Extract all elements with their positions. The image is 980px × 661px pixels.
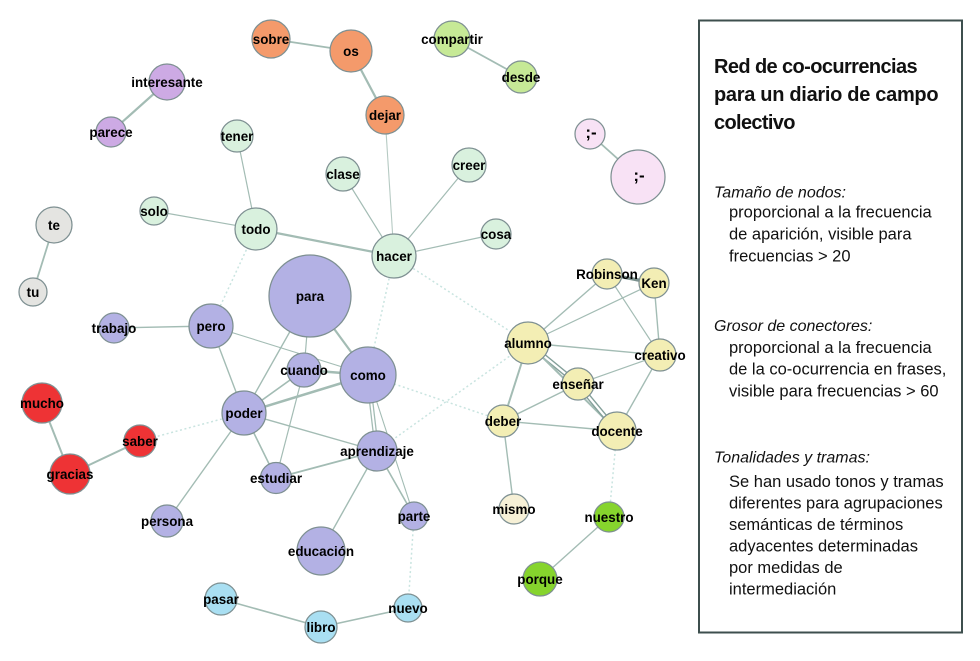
svg-text:alumno: alumno (504, 336, 552, 351)
svg-text:compartir: compartir (421, 32, 484, 47)
svg-text:persona: persona (141, 514, 194, 529)
svg-text:enseñar: enseñar (552, 377, 604, 392)
svg-text:gracias: gracias (47, 467, 94, 482)
svg-text:Tonalidades y tramas:: Tonalidades y tramas: (714, 450, 870, 467)
svg-text:creativo: creativo (634, 348, 685, 363)
svg-text:Se han usado tonos y tramas: Se han usado tonos y tramas (729, 473, 944, 491)
svg-text:libro: libro (306, 620, 335, 635)
svg-text:Tamaño de nodos:: Tamaño de nodos: (714, 184, 846, 201)
svg-text:nuestro: nuestro (584, 510, 633, 525)
svg-text:adyacentes determinadas: adyacentes determinadas (729, 538, 918, 556)
svg-text:te: te (48, 218, 60, 233)
svg-text:Red de co-ocurrencias: Red de co-ocurrencias (714, 56, 918, 78)
svg-text:Grosor de conectores:: Grosor de conectores: (714, 318, 872, 335)
svg-text:mucho: mucho (20, 396, 64, 411)
svg-text:para: para (296, 289, 325, 304)
svg-text:pero: pero (196, 319, 225, 334)
svg-text:deber: deber (485, 414, 522, 429)
svg-text:nuevo: nuevo (388, 601, 427, 616)
svg-text:cuando: cuando (280, 363, 328, 378)
svg-text:dejar: dejar (369, 108, 402, 123)
svg-text:semánticas de términos: semánticas de términos (729, 516, 903, 534)
svg-text:visible para frecuencias > 60: visible para frecuencias > 60 (729, 383, 939, 401)
svg-text:proporcional a la frecuencia: proporcional a la frecuencia (729, 204, 933, 222)
svg-text:todo: todo (242, 222, 271, 237)
svg-text:de aparición, visible para: de aparición, visible para (729, 225, 912, 243)
svg-text:diferentes para agrupaciones: diferentes para agrupaciones (729, 495, 943, 513)
svg-text:aprendizaje: aprendizaje (340, 444, 414, 459)
svg-text:trabajo: trabajo (92, 321, 137, 336)
svg-text:interesante: interesante (131, 75, 202, 90)
svg-text:;-: ;- (633, 166, 644, 185)
svg-text:docente: docente (591, 424, 642, 439)
svg-text:creer: creer (453, 158, 487, 173)
svg-text:como: como (350, 368, 386, 383)
svg-text:tener: tener (221, 129, 255, 144)
svg-text:poder: poder (225, 406, 263, 421)
svg-text:proporcional a la frecuencia: proporcional a la frecuencia (729, 339, 933, 357)
svg-text:para un diario de campo: para un diario de campo (714, 84, 938, 106)
svg-text:saber: saber (122, 434, 159, 449)
svg-text:hacer: hacer (376, 249, 413, 264)
svg-text:parece: parece (89, 125, 132, 140)
svg-text:clase: clase (326, 167, 360, 182)
svg-text:Ken: Ken (641, 276, 666, 291)
svg-text:sobre: sobre (253, 32, 289, 47)
svg-text:solo: solo (140, 204, 168, 219)
svg-text:educación: educación (288, 544, 354, 559)
svg-text:de la co-ocurrencia en frases,: de la co-ocurrencia en frases, (729, 361, 946, 379)
svg-text:mismo: mismo (492, 502, 535, 517)
svg-text:os: os (343, 44, 359, 59)
svg-text:colectivo: colectivo (714, 112, 795, 134)
svg-text:estudiar: estudiar (250, 471, 303, 486)
svg-text:intermediación: intermediación (729, 581, 836, 599)
svg-text:desde: desde (502, 70, 541, 85)
svg-text:Robinson: Robinson (576, 267, 638, 282)
svg-text:;-: ;- (585, 123, 596, 142)
svg-text:porque: porque (517, 572, 562, 587)
svg-text:cosa: cosa (481, 227, 512, 242)
svg-text:parte: parte (398, 509, 431, 524)
svg-text:tu: tu (27, 285, 40, 300)
svg-text:pasar: pasar (203, 592, 240, 607)
svg-text:frecuencias > 20: frecuencias > 20 (729, 247, 851, 265)
svg-text:por medidas de: por medidas de (729, 559, 843, 577)
